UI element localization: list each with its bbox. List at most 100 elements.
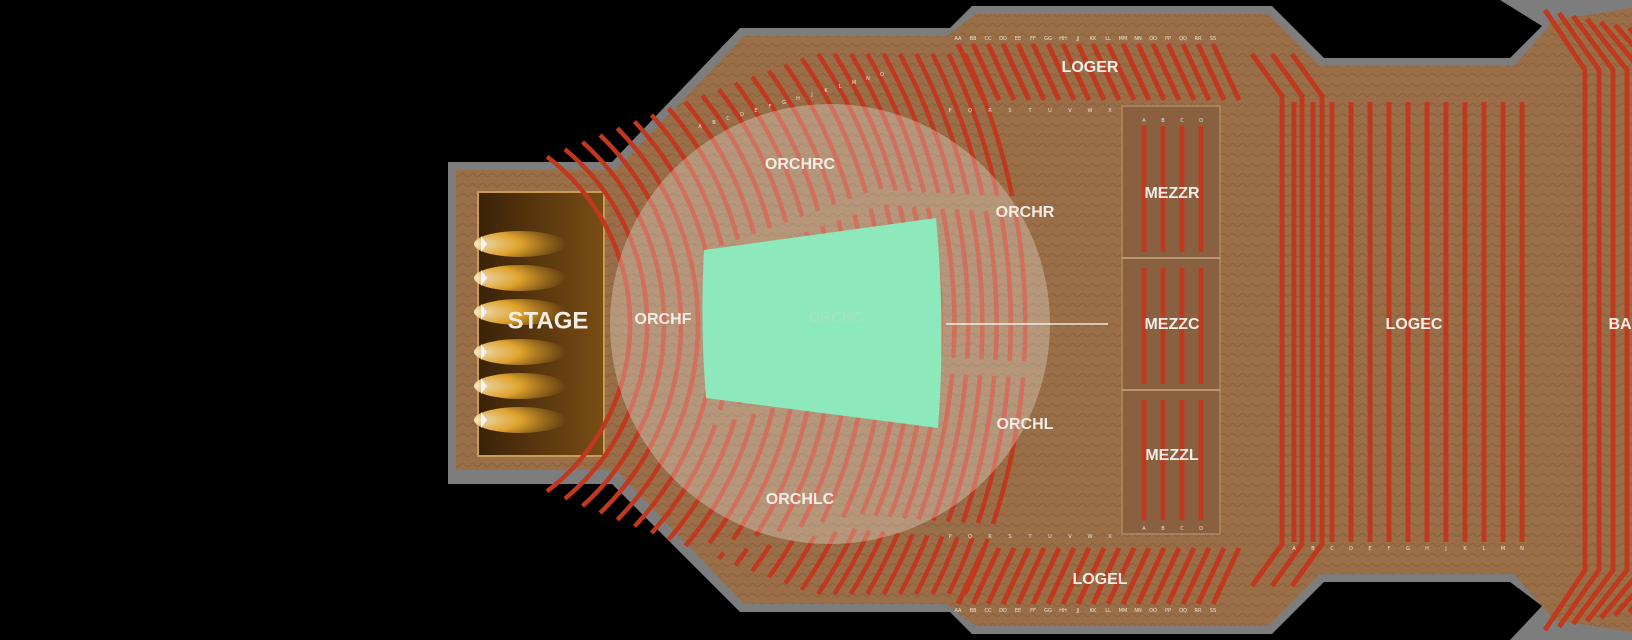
balcony-rows xyxy=(1542,8,1632,632)
stage-light xyxy=(474,299,566,325)
section-orchf-label[interactable]: ORCHF xyxy=(635,311,692,328)
row-letter: H xyxy=(1425,546,1429,552)
row-letter: J xyxy=(1444,546,1446,552)
row-letter: GG xyxy=(1044,36,1052,42)
logec-rows xyxy=(1249,52,1525,588)
section-orchlc-label[interactable]: ORCHLC xyxy=(766,491,835,508)
row-letter: MM xyxy=(1119,608,1128,614)
row-letter: C xyxy=(1180,118,1184,124)
row-letter: LL xyxy=(1105,36,1111,42)
row-letter: Q xyxy=(968,108,972,114)
section-mezzr-label[interactable]: MEZZR xyxy=(1144,185,1200,202)
row-letter: C xyxy=(1180,526,1184,532)
logel-row xyxy=(1045,546,1077,606)
loger-row xyxy=(1135,42,1167,102)
row-letter: R xyxy=(988,534,992,540)
row-letter: A xyxy=(1142,526,1146,532)
row-letter: P xyxy=(948,534,951,540)
logel-row xyxy=(1195,546,1227,606)
row-letter: E xyxy=(754,108,757,114)
stage-light xyxy=(474,339,566,365)
logel-row xyxy=(985,546,1017,606)
row-letter: F xyxy=(769,104,772,110)
row-letter: EE xyxy=(1015,608,1021,614)
orchestra-row xyxy=(563,147,650,501)
stage-light-icon xyxy=(481,378,487,394)
logel-row xyxy=(1030,546,1062,606)
row-letter: L xyxy=(839,84,842,90)
row-letter: CC xyxy=(985,36,992,42)
logel-row xyxy=(1150,546,1182,606)
row-letter: M xyxy=(1501,546,1505,552)
row-letter: OO xyxy=(1149,36,1157,42)
loger-row xyxy=(985,42,1017,102)
stage-light-icon xyxy=(481,304,487,320)
stage-light-icon xyxy=(481,412,487,428)
section-balcony-label[interactable]: BA xyxy=(1608,316,1632,333)
row-letter: HH xyxy=(1059,36,1067,42)
section-logec-label[interactable]: LOGEC xyxy=(1386,316,1443,333)
row-letter: AA xyxy=(955,36,963,42)
logel-row xyxy=(970,546,1002,606)
row-letter: N xyxy=(1520,546,1524,552)
logel-row xyxy=(1015,546,1047,606)
logel-row xyxy=(1135,546,1167,606)
mezzanine-rows xyxy=(1141,126,1204,520)
row-letter: EE xyxy=(1015,36,1021,42)
balcony-row xyxy=(1542,8,1588,632)
row-letter: F xyxy=(1388,546,1391,552)
section-mezzc-label[interactable]: MEZZC xyxy=(1144,316,1200,333)
logel-row xyxy=(1165,546,1197,606)
stage-label: STAGE xyxy=(508,307,589,334)
row-letter: X xyxy=(1108,108,1112,114)
row-letter: SS xyxy=(1210,36,1216,42)
row-letter: FF xyxy=(1030,36,1036,42)
row-letter: U xyxy=(1048,108,1052,114)
loger-row xyxy=(1060,42,1092,102)
loger-row xyxy=(1165,42,1197,102)
balcony-row xyxy=(1570,14,1616,626)
row-letter: AA xyxy=(955,608,963,614)
row-letter: OO xyxy=(1149,608,1157,614)
section-logel-label[interactable]: LOGEL xyxy=(1072,571,1127,588)
row-letter: L xyxy=(1483,546,1486,552)
selection-highlight xyxy=(610,104,1050,544)
loger-row xyxy=(1210,42,1242,102)
row-letter: S xyxy=(1008,534,1011,540)
row-letter: W xyxy=(1088,534,1093,540)
row-letter: NN xyxy=(1134,608,1142,614)
section-orchl-label[interactable]: ORCHL xyxy=(997,416,1054,433)
row-letter: X xyxy=(1108,534,1112,540)
loger-row xyxy=(1030,42,1062,102)
section-loger-label[interactable]: LOGER xyxy=(1062,59,1119,76)
logel-row xyxy=(1075,546,1107,606)
logec-side-row xyxy=(1249,52,1285,588)
stage-light-icon xyxy=(481,344,487,360)
balcony-row xyxy=(1585,17,1630,623)
row-letter: QQ xyxy=(1179,608,1187,614)
row-letter: FF xyxy=(1030,608,1036,614)
row-letter: LL xyxy=(1105,608,1111,614)
row-letter: V xyxy=(1068,108,1072,114)
row-letter: G xyxy=(1406,546,1410,552)
row-letter: J xyxy=(810,92,812,98)
section-orchc[interactable] xyxy=(702,218,942,428)
row-letter: R xyxy=(988,108,992,114)
stage-light xyxy=(474,407,566,433)
section-orchrc-label[interactable]: ORCHRC xyxy=(765,156,836,173)
row-letter: V xyxy=(1068,534,1072,540)
loger-row xyxy=(1180,42,1212,102)
loger-row xyxy=(955,42,987,102)
section-orchr-label[interactable]: ORCHR xyxy=(996,204,1055,221)
loger-row xyxy=(1150,42,1182,102)
row-letter: JJ xyxy=(1076,36,1080,42)
row-letter: CC xyxy=(985,608,992,614)
row-letter: B xyxy=(712,120,716,126)
row-letter: BB xyxy=(970,36,977,42)
row-letter: T xyxy=(1027,534,1032,540)
balcony-row xyxy=(1556,11,1602,629)
section-mezzl-label[interactable]: MEZZL xyxy=(1145,447,1199,464)
row-letter: C xyxy=(1330,546,1334,552)
row-letter: T xyxy=(1027,108,1032,114)
